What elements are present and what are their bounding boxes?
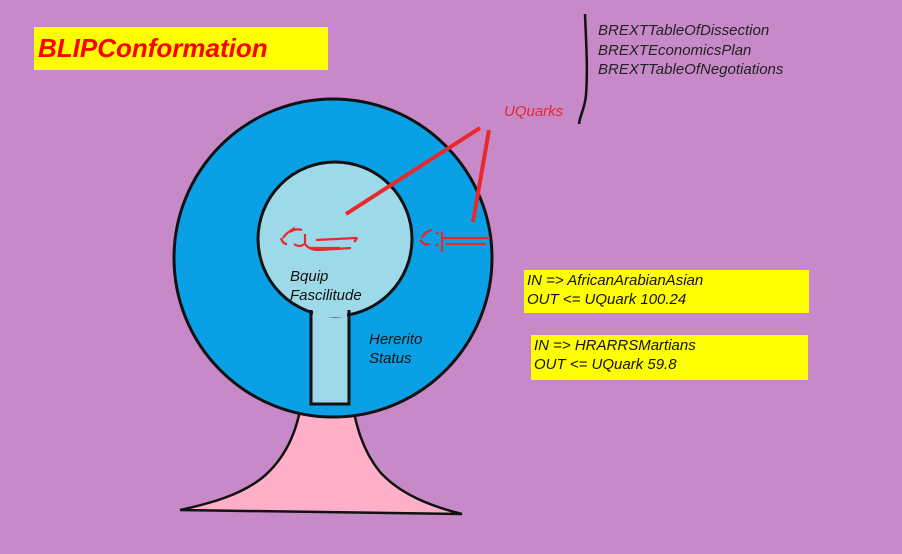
stem-neck <box>313 305 347 317</box>
inner-label-line: Fascilitude <box>290 287 362 304</box>
io-in-text: IN => AfricanArabianAsian <box>527 272 704 289</box>
pink-base <box>179 396 463 516</box>
io-box-2: IN => HRARRSMartians OUT <= UQuark 59.8 <box>531 335 808 380</box>
diagram-title: BLIPConformation <box>38 33 268 63</box>
outer-quark-glyph <box>419 228 490 252</box>
outer-label-line: Status <box>369 350 412 367</box>
outer-ring-label: Hererito Status <box>369 330 422 368</box>
inner-quark-glyph <box>279 227 358 252</box>
io-out-text: OUT <= UQuark 100.24 <box>527 291 687 308</box>
legend-item: BREXTEconomicsPlan <box>598 41 752 59</box>
outer-label-line: Hererito <box>369 331 423 348</box>
legend-item: BREXTTableOfNegotiations <box>598 61 784 78</box>
io-box-1: IN => AfricanArabianAsian OUT <= UQuark … <box>524 270 809 313</box>
legend-bracket <box>577 13 589 125</box>
inner-circle-label: Bquip Fascilitude <box>290 267 362 305</box>
uquarks-pointer-inner <box>344 126 482 216</box>
title-box: BLIPConformation <box>34 27 328 70</box>
io-in-text: IN => HRARRSMartians <box>534 337 696 354</box>
legend: BREXTTableOfDissection BREXTEconomicsPla… <box>598 21 783 80</box>
legend-item: BREXTTableOfDissection <box>598 22 770 39</box>
uquarks-label: UQuarks <box>504 103 564 120</box>
io-out-text: OUT <= UQuark 59.8 <box>534 356 677 373</box>
stem <box>309 310 351 406</box>
inner-label-line: Bquip <box>290 268 329 285</box>
uquarks-pointer-outer <box>471 129 491 223</box>
